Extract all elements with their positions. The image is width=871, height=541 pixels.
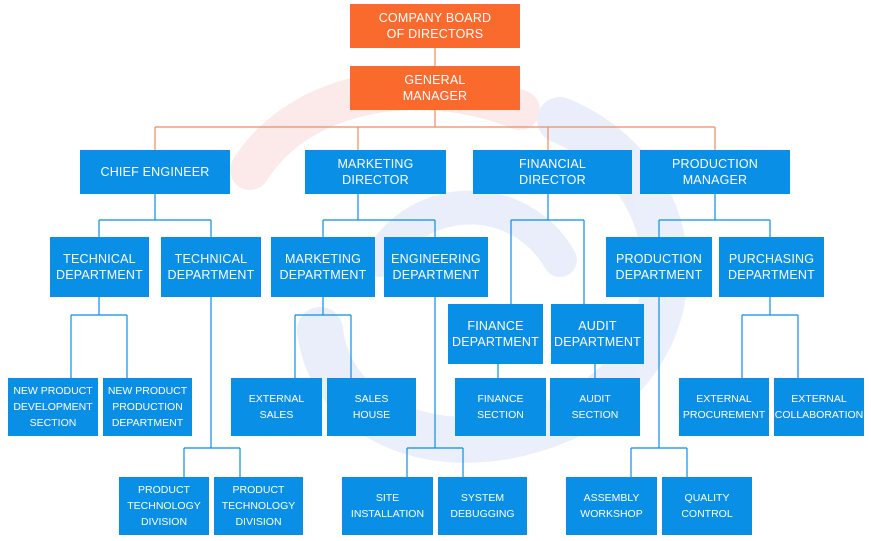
external-procurement-box: EXTERNAL PROCUREMENT [679, 378, 769, 436]
executive-connectors [154, 48, 716, 150]
external-collaboration-box: EXTERNAL COLLABORATION [774, 378, 864, 436]
general-manager-box: GENERAL MANAGER [350, 66, 520, 110]
external-sales-box: EXTERNAL SALES [231, 378, 322, 436]
audit-department-box: AUDIT DEPARTMENT [551, 304, 644, 364]
department-connectors [70, 194, 799, 477]
production-department-box: PRODUCTION DEPARTMENT [606, 237, 712, 297]
financial-director-box: FINANCIAL DIRECTOR [473, 150, 632, 194]
new-product-production-department-box: NEW PRODUCT PRODUCTION DEPARTMENT [103, 378, 192, 436]
technical-department-box: TECHNICAL DEPARTMENT [50, 237, 149, 297]
new-product-development-section-box: NEW PRODUCT DEVELOPMENT SECTION [8, 378, 98, 436]
watermark-blue-inner [363, 190, 577, 277]
technical-department-box: TECHNICAL DEPARTMENT [161, 237, 261, 297]
chief-engineer-box: CHIEF ENGINEER [80, 150, 230, 194]
sales-house-box: SALES HOUSE [327, 378, 416, 436]
audit-section-box: AUDIT SECTION [550, 378, 640, 436]
production-manager-box: PRODUCTION MANAGER [640, 150, 790, 194]
purchasing-department-box: PURCHASING DEPARTMENT [719, 237, 824, 297]
marketing-department-box: MARKETING DEPARTMENT [271, 237, 375, 297]
board-of-directors-box: COMPANY BOARD OF DIRECTORS [350, 4, 520, 48]
assembly-workshop-box: ASSEMBLY WORKSHOP [566, 477, 657, 535]
system-debugging-box: SYSTEM DEBUGGING [438, 477, 527, 535]
quality-control-box: QUALITY CONTROL [662, 477, 752, 535]
site-installation-box: SITE INSTALLATION [342, 477, 433, 535]
marketing-director-box: MARKETING DIRECTOR [305, 150, 446, 194]
finance-department-box: FINANCE DEPARTMENT [448, 304, 543, 364]
product-technology-division-box: PRODUCT TECHNOLOGY DIVISION [119, 477, 209, 535]
finance-section-box: FINANCE SECTION [455, 378, 546, 436]
product-technology-division-box: PRODUCT TECHNOLOGY DIVISION [214, 477, 303, 535]
engineering-department-box: ENGINEERING DEPARTMENT [384, 237, 488, 297]
